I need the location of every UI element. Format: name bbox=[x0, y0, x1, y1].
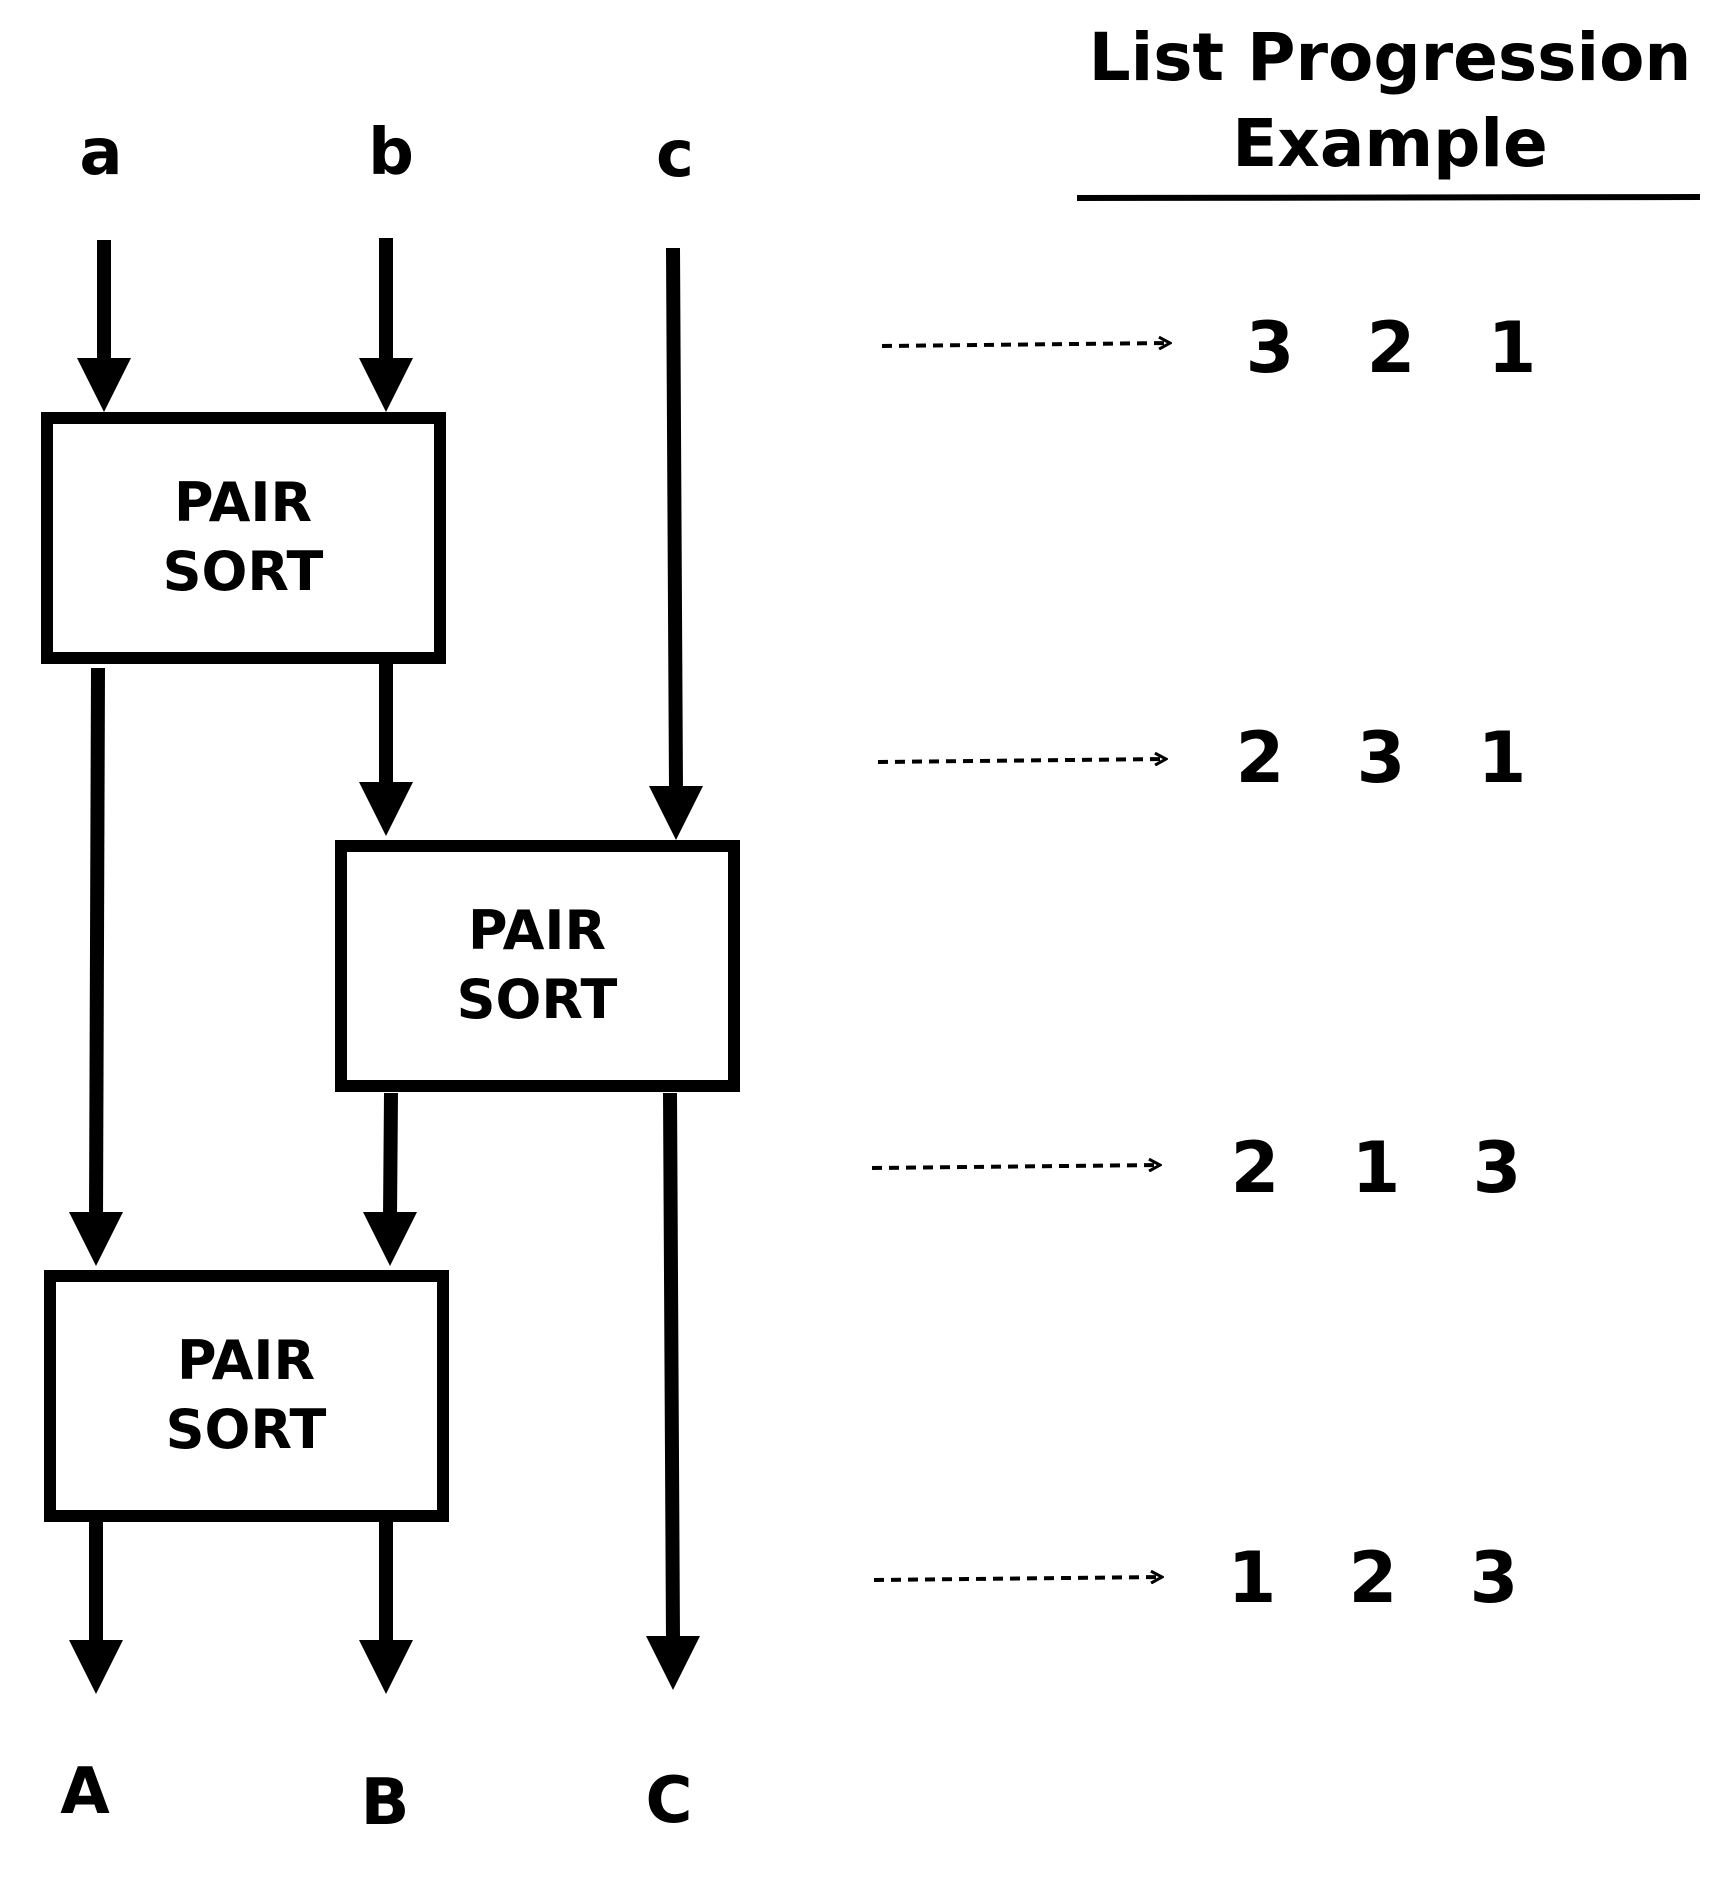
arrowhead-b-in bbox=[359, 358, 413, 412]
arrowhead-c-out bbox=[646, 1636, 700, 1690]
list-step-3-value-2: 1 bbox=[1352, 1127, 1401, 1209]
pair-sort-box-1-line-1: PAIR bbox=[174, 471, 312, 534]
pair-sort-box-2-line-2: SORT bbox=[457, 968, 618, 1031]
dotted-arrow-step-3 bbox=[871, 1165, 1160, 1168]
wire-box2-to-box3 bbox=[383, 1092, 398, 1219]
dotted-arrow-step-1 bbox=[881, 343, 1170, 346]
list-step-4-value-3: 3 bbox=[1470, 1537, 1519, 1619]
list-step-3: 2 1 3 bbox=[1231, 1127, 1522, 1209]
pair-sort-box-1-line-2: SORT bbox=[163, 540, 324, 603]
pair-sort-box-3 bbox=[44, 1270, 449, 1522]
list-step-2-value-1: 2 bbox=[1236, 717, 1285, 799]
input-label-c: c bbox=[656, 118, 694, 192]
pair-sort-box-3-line-1: PAIR bbox=[177, 1329, 315, 1392]
output-label-C: C bbox=[646, 1764, 693, 1838]
arrowhead-a-out bbox=[69, 1640, 123, 1694]
arrowhead-b-to-box3 bbox=[363, 1212, 417, 1266]
list-step-2-value-2: 3 bbox=[1357, 717, 1406, 799]
wire-c-in bbox=[666, 247, 683, 791]
list-step-2-value-3: 1 bbox=[1478, 717, 1527, 799]
pair-sort-box-3-line-2: SORT bbox=[166, 1398, 327, 1461]
list-step-1-value-2: 2 bbox=[1367, 307, 1416, 389]
title-underline bbox=[1076, 194, 1701, 201]
dotted-arrow-step-4 bbox=[873, 1577, 1162, 1580]
output-label-B: B bbox=[361, 1766, 410, 1840]
input-label-b: b bbox=[368, 116, 414, 190]
list-step-3-value-1: 2 bbox=[1231, 1127, 1280, 1209]
pair-sort-box-1 bbox=[41, 412, 446, 664]
list-step-3-value-3: 3 bbox=[1473, 1127, 1522, 1209]
dotted-arrow-step-2 bbox=[877, 759, 1166, 762]
list-step-4: 1 2 3 bbox=[1228, 1537, 1519, 1619]
input-label-a: a bbox=[79, 116, 122, 190]
arrowhead-a-in bbox=[77, 358, 131, 412]
arrowhead-b-to-box2 bbox=[359, 782, 413, 836]
title-line-1: List Progression bbox=[1089, 19, 1692, 96]
list-step-4-value-2: 2 bbox=[1349, 1537, 1398, 1619]
list-step-1: 3 2 1 bbox=[1246, 307, 1537, 389]
list-step-1-value-1: 3 bbox=[1246, 307, 1295, 389]
list-step-2: 2 3 1 bbox=[1236, 717, 1527, 799]
arrowhead-c-in bbox=[649, 786, 703, 840]
arrowhead-a-to-box3 bbox=[69, 1212, 123, 1266]
wire-a-mid bbox=[89, 667, 105, 1219]
wire-c-out bbox=[663, 1092, 680, 1641]
output-label-A: A bbox=[60, 1755, 110, 1829]
arrowhead-b-out bbox=[359, 1640, 413, 1694]
pair-sort-box-2 bbox=[335, 840, 740, 1092]
pair-sort-box-2-line-1: PAIR bbox=[468, 899, 606, 962]
list-step-1-value-3: 1 bbox=[1488, 307, 1537, 389]
list-step-4-value-1: 1 bbox=[1228, 1537, 1277, 1619]
title-line-2: Example bbox=[1232, 105, 1548, 182]
